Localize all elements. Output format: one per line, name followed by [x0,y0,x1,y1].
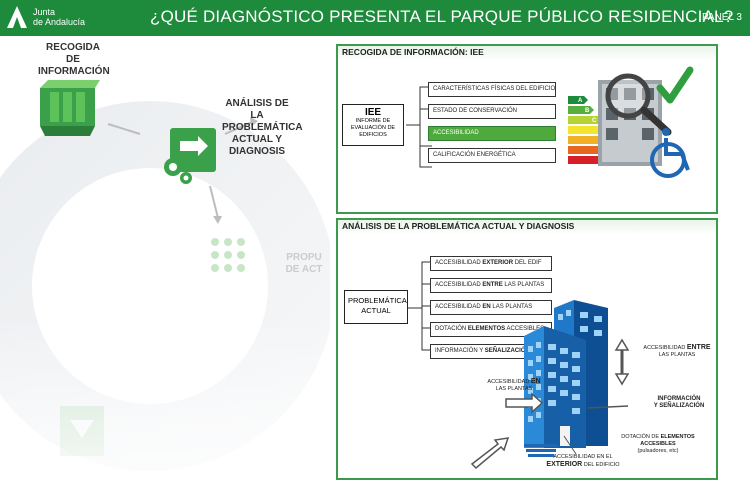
energy-B: B [585,108,590,114]
panel-number: PANEL 3 [701,12,742,23]
step2-label: ANÁLISIS DE LA PROBLEMÁTICA ACTUAL Y DIA… [222,98,303,157]
label-exterior-pre: ACCESIBILIDAD EN EL [553,454,613,460]
label-en-pre: ACCESIBILIDAD [487,379,531,385]
magnifier-icon [605,73,672,136]
item-dotacion: DOTACIÓN ELEMENTOS ACCESIBLES [430,322,552,337]
problematica-label: PROBLEMÁTICA ACTUAL [348,296,407,315]
item-entre-bold: ENTRE [482,282,503,288]
label-exterior-bold: EXTERIOR [546,461,583,468]
panel-analisis: ANÁLISIS DE LA PROBLEMÁTICA ACTUAL Y DIA… [336,218,718,480]
data-collection-icon [40,80,100,136]
item-informacion: INFORMACIÓN Y SEÑALIZACIÓN [430,344,552,359]
item-exterior-pre: ACCESIBILIDAD [435,260,483,266]
item-exterior: ACCESIBILIDAD EXTERIOR DEL EDIF [430,256,552,271]
item-dotacion-pre: DOTACIÓN [435,326,468,332]
junta-logo-icon [7,6,27,28]
checkmark-icon [656,66,694,104]
item-en-post: LAS PLANTAS [490,304,533,310]
label-dotacion: DOTACIÓN DE ELEMENTOS ACCESIBLES(pulsado… [618,434,698,455]
item-informacion-bold: SEÑALIZACIÓN [484,348,530,354]
panel-recogida-header: RECOGIDA DE INFORMACIÓN: IEE [338,46,716,61]
label-exterior-post: DEL EDIFICIO [582,462,620,468]
item-caracteristicas: CARACTERÍSTICAS FÍSICAS DEL EDIFICIO [428,82,556,97]
exterior-arrow-icon [470,437,510,470]
logo-line1: Junta [33,7,56,17]
item-exterior-post: DEL EDIF [513,260,542,266]
label-entre-post: LAS PLANTAS [658,352,696,358]
label-dotacion-post: (pulsadores, etc) [637,448,679,454]
item-en-pre: ACCESIBILIDAD [435,304,483,310]
item-entre: ACCESIBILIDAD ENTRE LAS PLANTAS [430,278,552,293]
energy-C: C [592,118,597,124]
page-title: ¿QUÉ DIAGNÓSTICO PRESENTA EL PARQUE PÚBL… [150,7,734,26]
vertical-arrow-icon [614,338,630,386]
item-dotacion-post: ACCESIBLES [505,326,545,332]
panel-recogida: RECOGIDA DE INFORMACIÓN: IEE IEE INFORME… [336,44,718,214]
blue-building-illustration [470,300,630,470]
proposal-icon [211,238,245,272]
label-en-post: LAS PLANTAS [495,386,533,392]
item-entre-post: LAS PLANTAS [502,282,545,288]
label-entre-pre: ACCESIBILIDAD [643,345,687,351]
dotacion-line [563,435,577,455]
item-dotacion-bold: ELEMENTOS [467,326,506,332]
building-energy-illustration: A B C D E F G [568,66,694,178]
problematica-box: PROBLEMÁTICA ACTUAL [344,290,408,324]
panel-analisis-header: ANÁLISIS DE LA PROBLEMÁTICA ACTUAL Y DIA… [338,220,716,235]
item-conservacion: ESTADO DE CONSERVACIÓN [428,104,556,119]
label-dotacion-bold: ELEMENTOS ACCESIBLES [640,434,695,447]
iee-title: IEE [364,107,382,118]
energy-A: A [578,98,583,104]
logo-line2: de Andalucía [33,17,86,27]
wheelchair-icon [650,128,690,178]
step1-label: RECOGIDA DE INFORMACIÓN [38,42,110,77]
iee-box: IEE INFORME DE EVALUACIÓN DE EDIFICIOS [342,104,404,146]
horizontal-arrow-icon [505,392,544,414]
label-dotacion-pre: DOTACIÓN DE [621,434,661,440]
process-ring [0,80,330,500]
iee-subtitle: INFORME DE EVALUACIÓN DE EDIFICIOS [350,118,396,138]
blue-building-icon [524,300,608,457]
header-bar: Junta de Andalucía ¿QUÉ DIAGNÓSTICO PRES… [0,0,750,36]
info-line-icon [587,405,629,409]
item-informacion-pre: INFORMACIÓN Y [435,348,485,354]
item-entre-pre: ACCESIBILIDAD [435,282,483,288]
item-accesibilidad: ACCESIBILIDAD [428,126,556,141]
item-exterior-bold: EXTERIOR [482,260,514,266]
label-entre-bold: ENTRE [686,344,711,351]
junta-logo: Junta de Andalucía [6,5,116,31]
analysis-icon [164,128,216,184]
step3-label: PROPU DE ACT [285,252,323,275]
item-en: ACCESIBILIDAD EN LAS PLANTAS [430,300,552,315]
label-info-bold2: Y SEÑALIZACIÓN [653,403,705,409]
building-icon [598,80,662,166]
label-info-bold1: INFORMACIÓN [657,396,701,402]
label-en-bold: EN [530,378,541,385]
item-en-bold: EN [482,304,491,310]
item-calificacion: CALIFICACIÓN ENERGÉTICA [428,148,556,163]
